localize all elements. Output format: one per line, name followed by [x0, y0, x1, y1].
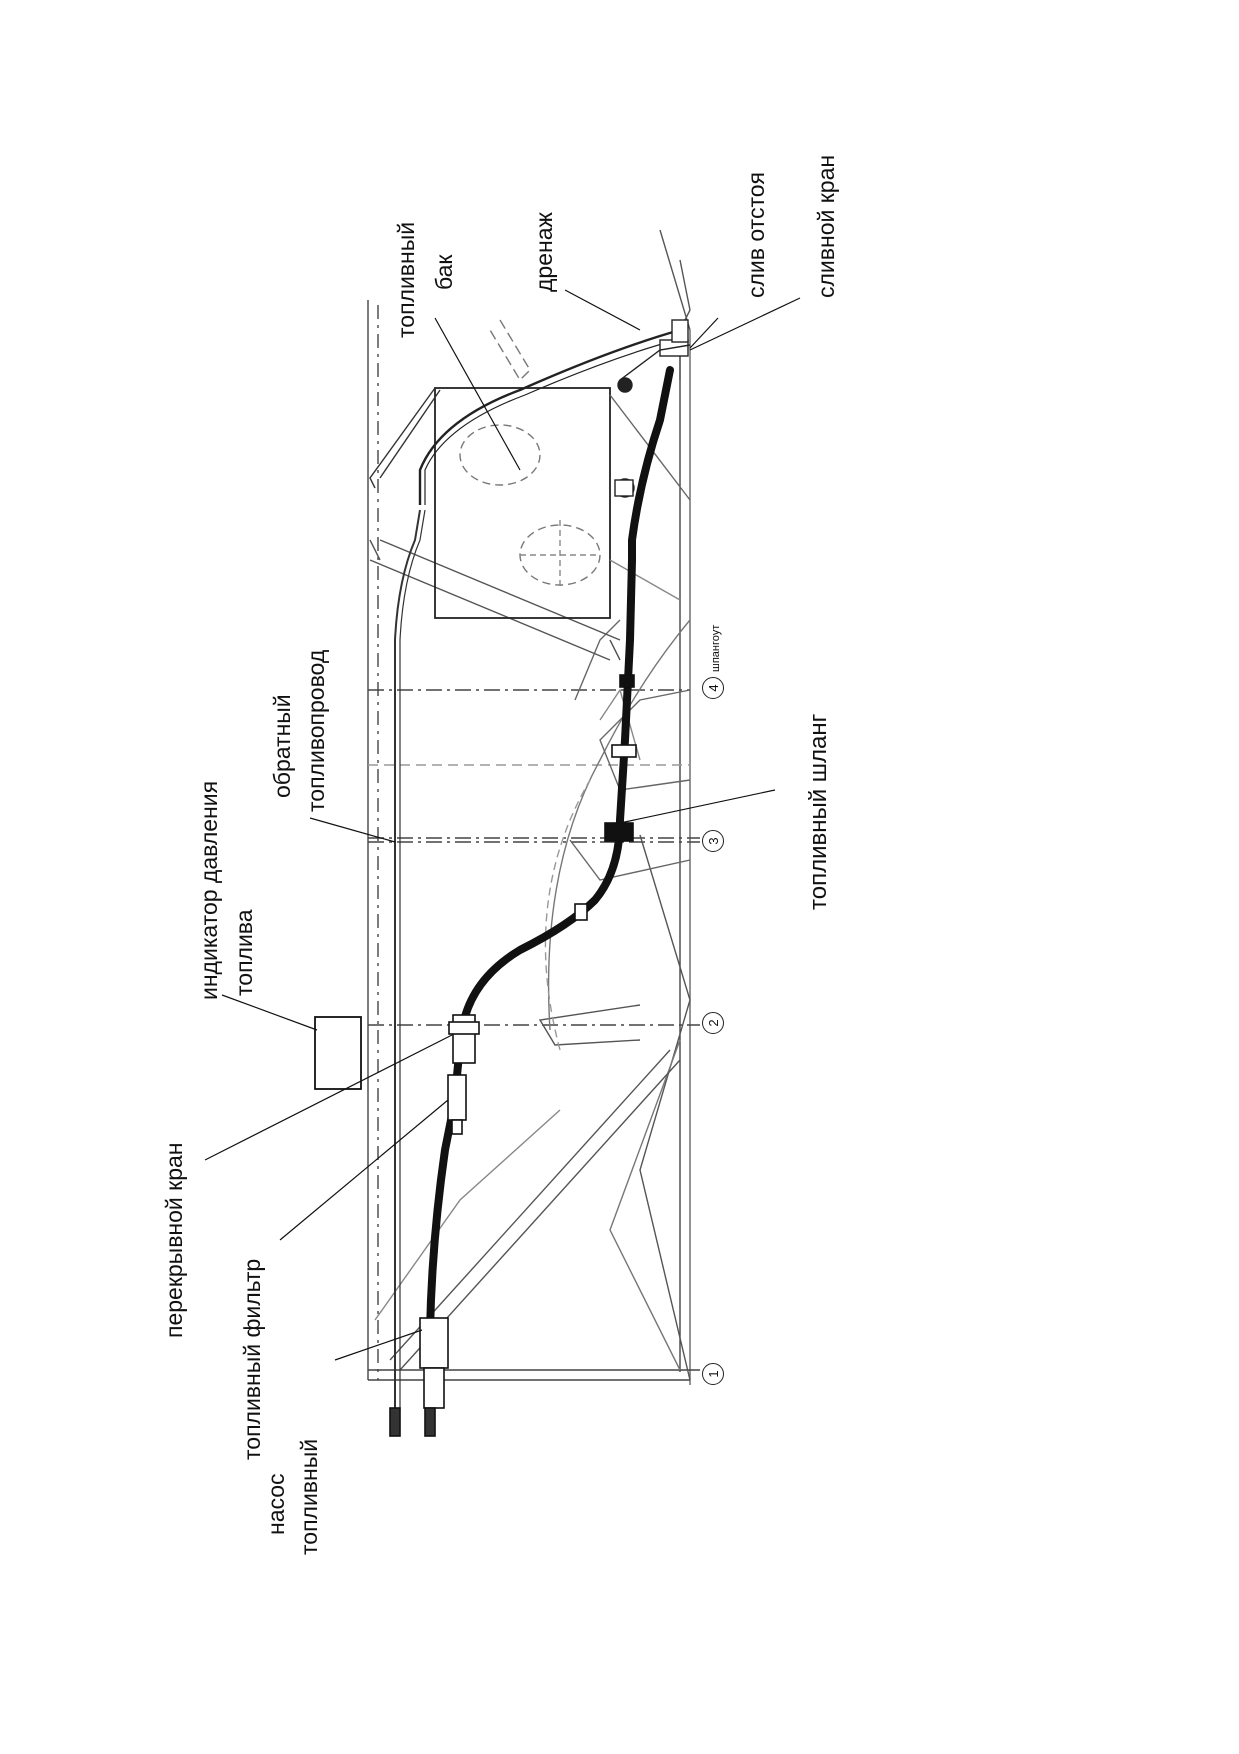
leader-fuel-filter: [279, 1099, 449, 1241]
leader-pressure-indicator: [221, 994, 318, 1031]
station-marker-2: 2: [702, 1012, 724, 1034]
fuel-hose-label: топливный шланг: [805, 713, 832, 910]
drain-line: [418, 328, 681, 505]
leader-return-line: [309, 817, 396, 843]
leader-fuel-hose: [619, 789, 776, 824]
fuel-tank-label-line1: топливный: [393, 221, 419, 338]
pressure-indicator-box: [314, 1016, 362, 1090]
return-line-label-line1: обратный: [269, 694, 295, 798]
station-marker-4: 4: [702, 677, 724, 699]
fuel-hose: [426, 366, 674, 1414]
return-fuel-line: [394, 509, 421, 1410]
hose-clamp: [574, 903, 588, 921]
fuel-pump-connector: [423, 1367, 445, 1409]
shutoff-valve-label: перекрывной кран: [161, 1142, 187, 1338]
pressure-indicator-label-line2: топлива: [231, 909, 257, 996]
station-marker-1: 1: [702, 1363, 724, 1385]
fuel-filter-label: топливный фильтр: [239, 1258, 265, 1460]
leader-sediment-drain: [689, 317, 719, 349]
fuel-pump-body: [419, 1317, 449, 1369]
leader-drain-valve: [689, 297, 801, 351]
fuel-filter-body: [447, 1074, 467, 1121]
fuel-pump-label-line2: насос: [263, 1473, 289, 1535]
drain-valve-label: сливной кран: [813, 154, 839, 298]
drain-label: дренаж: [531, 212, 557, 292]
pressure-indicator-label-line1: индикатор давления: [196, 780, 222, 1000]
fuel-tank-label-line2: бак: [431, 254, 457, 291]
sediment-drain-label: слив отстоя: [743, 172, 769, 298]
frame-tag-label: шпангоут: [710, 624, 722, 672]
return-line-label-line2: топливопровод: [303, 649, 329, 812]
station-marker-3: 3: [702, 830, 724, 852]
leader-fuel-pump: [334, 1329, 423, 1361]
leader-fuel-tank: [434, 317, 521, 471]
fuel-pump-label-line1: топливный: [296, 1438, 322, 1555]
leader-drain: [564, 289, 641, 331]
fuel-tank-body: [434, 387, 611, 619]
leader-shutoff-valve: [204, 1034, 453, 1161]
